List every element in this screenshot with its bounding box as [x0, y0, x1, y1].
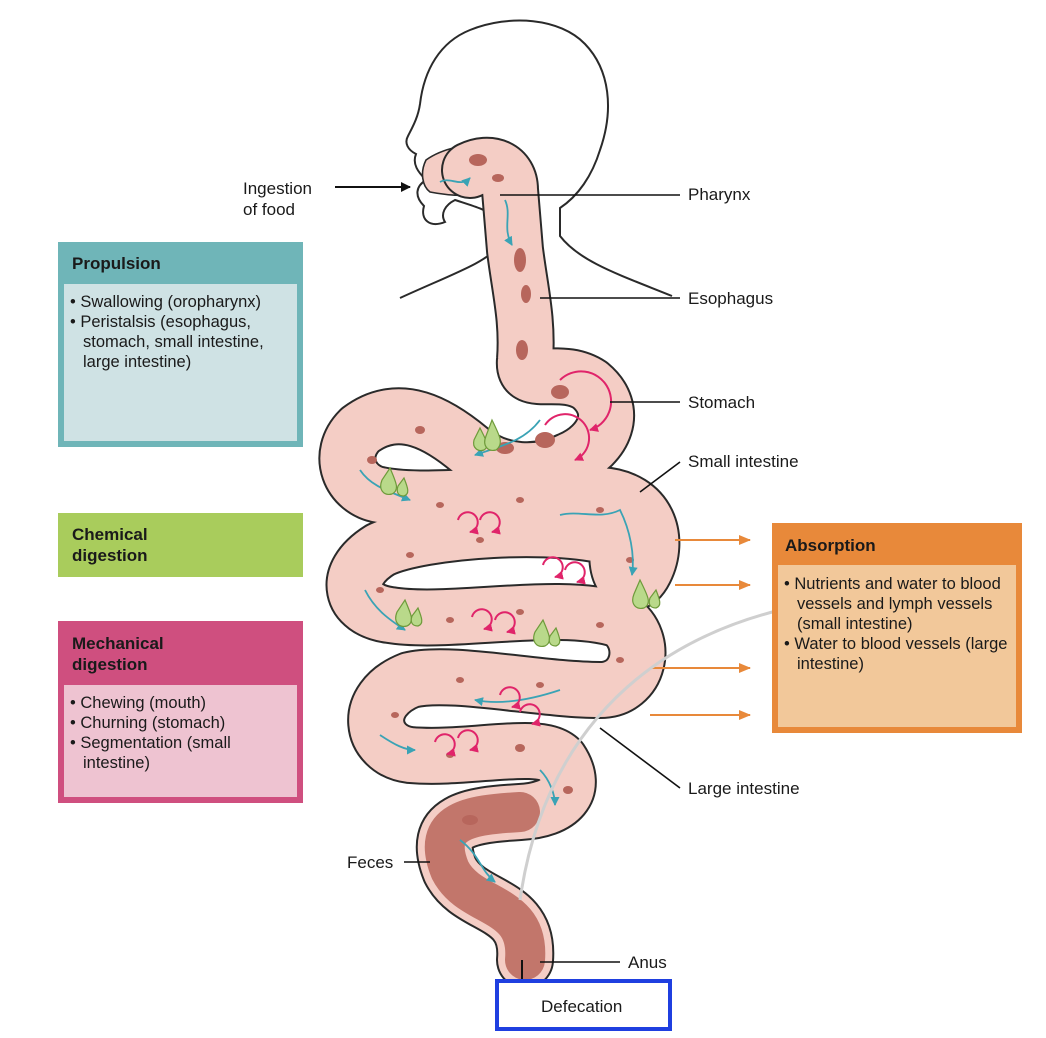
mechanical-item-segmentation: Segmentation (small intestine)	[70, 733, 291, 773]
enzyme-drops	[380, 418, 661, 647]
leader-lines	[404, 194, 681, 963]
propulsion-item-swallowing: Swallowing (oropharynx)	[70, 292, 291, 312]
food-particles	[367, 154, 634, 825]
ingestion-label: Ingestion of food	[243, 178, 312, 220]
digestive-tract	[318, 136, 681, 989]
chemical-title-line2: digestion	[72, 546, 148, 565]
absorption-path-curve	[518, 608, 781, 901]
ingestion-label-line1: Ingestion	[243, 179, 312, 198]
feces-label: Feces	[347, 853, 394, 872]
absorption-item-nutrients: Nutrients and water to blood vessels and…	[784, 574, 1010, 634]
propulsion-box: Propulsion Swallowing (oropharynx) Peris…	[58, 242, 303, 447]
mechanical-item-churning: Churning (stomach)	[70, 713, 291, 733]
absorption-list-panel: Nutrients and water to blood vessels and…	[778, 565, 1016, 727]
chemical-title-line1: Chemical	[72, 525, 148, 544]
mechanical-title-line2: digestion	[72, 655, 148, 674]
pharynx-label: Pharynx	[688, 185, 751, 204]
esophagus-label: Esophagus	[688, 289, 774, 308]
absorption-box: Absorption Nutrients and water to blood …	[772, 523, 1022, 733]
mechanical-title-line1: Mechanical	[72, 634, 164, 653]
anus-label: Anus	[628, 953, 667, 972]
propulsion-list-panel: Swallowing (oropharynx) Peristalsis (eso…	[64, 284, 297, 441]
absorption-list: Nutrients and water to blood vessels and…	[784, 574, 1010, 674]
head-silhouette	[399, 19, 673, 299]
absorption-title: Absorption	[785, 536, 876, 555]
large-intestine-label: Large intestine	[688, 779, 800, 798]
peristalsis-arrows	[359, 177, 638, 883]
defecation-box: Defecation	[495, 979, 672, 1031]
propulsion-item-peristalsis: Peristalsis (esophagus, stomach, small i…	[70, 312, 291, 372]
churning-arrows	[434, 370, 613, 757]
propulsion-list: Swallowing (oropharynx) Peristalsis (eso…	[70, 292, 291, 372]
propulsion-title: Propulsion	[72, 254, 161, 273]
stomach-label: Stomach	[688, 393, 756, 412]
mechanical-list-panel: Chewing (mouth) Churning (stomach) Segme…	[64, 685, 297, 797]
absorption-arrows	[650, 535, 751, 720]
mechanical-item-chewing: Chewing (mouth)	[70, 693, 291, 713]
absorption-item-water: Water to blood vessels (large intestine)	[784, 634, 1010, 674]
chemical-digestion-box: Chemical digestion	[58, 513, 303, 577]
mechanical-digestion-box: Mechanical digestion Chewing (mouth) Chu…	[58, 621, 303, 803]
mechanical-list: Chewing (mouth) Churning (stomach) Segme…	[70, 693, 291, 773]
ingestion-label-line2: of food	[243, 200, 295, 219]
small-intestine-label: Small intestine	[688, 452, 799, 471]
defecation-label: Defecation	[541, 997, 623, 1016]
